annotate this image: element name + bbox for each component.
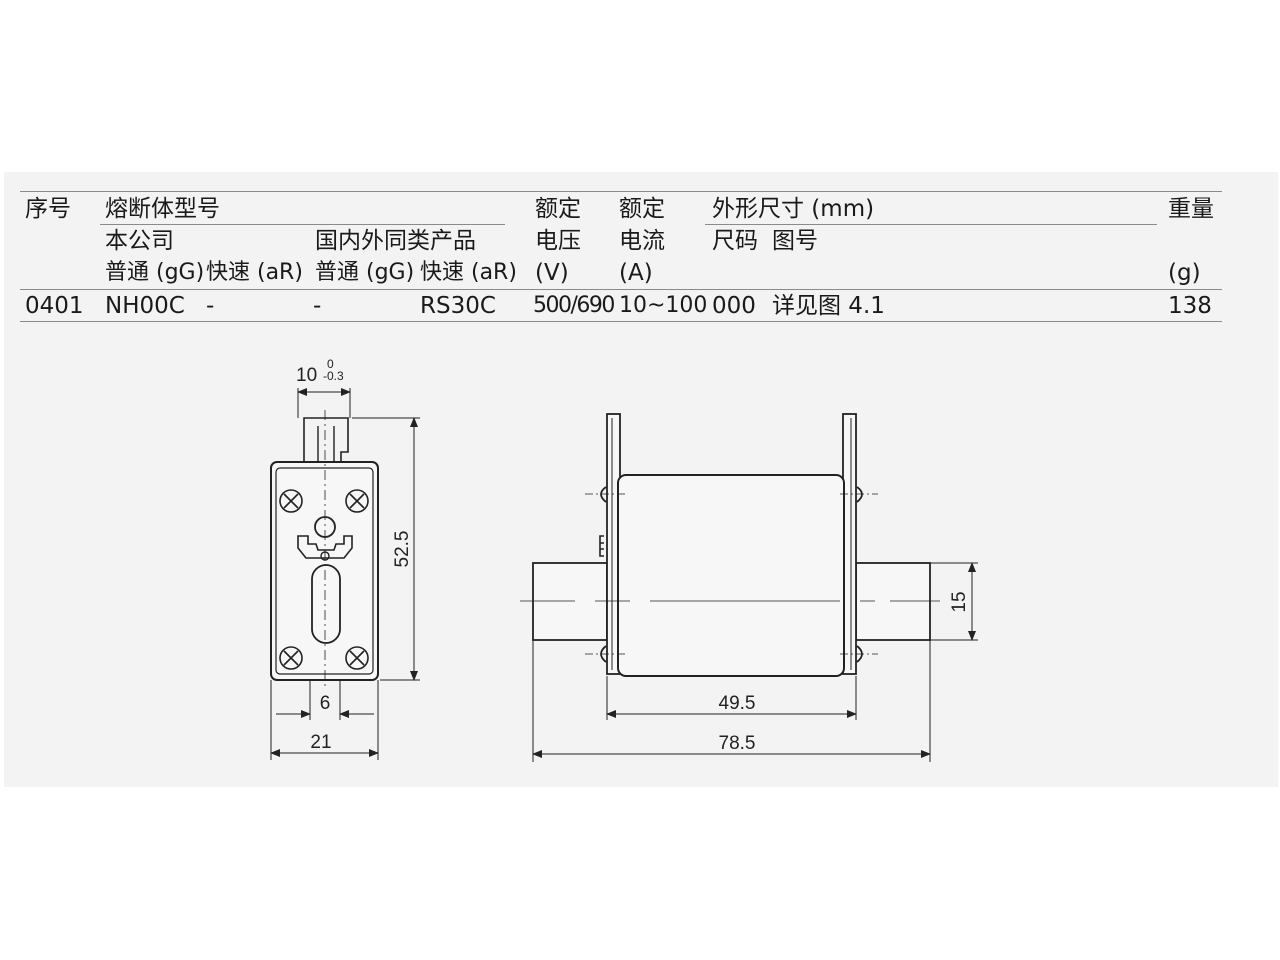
header-fast-company: 快速 (aR) xyxy=(206,260,303,285)
table-bottom-rule xyxy=(20,321,1222,322)
side-dimensions xyxy=(532,562,978,762)
screw-tr xyxy=(345,489,369,513)
row-voltage: 500/690 xyxy=(533,293,615,318)
screw-bl xyxy=(279,646,303,670)
blade-right xyxy=(855,562,931,641)
header-rated-current-2: 电流 xyxy=(619,228,665,254)
header-normal-domestic: 普通 (gG) xyxy=(315,260,415,285)
dim-total-length: 78.5 xyxy=(719,733,756,754)
dim-tol-lower: -0.3 xyxy=(323,369,344,383)
dim-height: 52.5 xyxy=(392,531,413,568)
row-size-code: 000 xyxy=(712,293,756,319)
header-size-code: 尺码 xyxy=(712,228,758,254)
header-rated-current-1: 额定 xyxy=(619,196,665,222)
header-rated-voltage-2: 电压 xyxy=(535,228,581,254)
front-dimensions xyxy=(270,388,420,760)
dim-blade-height: 15 xyxy=(949,591,970,612)
header-domestic: 国内外同类产品 xyxy=(315,228,476,254)
row-company-normal: NH00C xyxy=(105,293,185,319)
header-seq: 序号 xyxy=(25,196,71,222)
row-seq: 0401 xyxy=(25,293,84,319)
screw-br xyxy=(345,646,369,670)
row-domestic-fast: RS30C xyxy=(420,293,496,319)
header-bottom-rule xyxy=(20,289,1222,290)
header-figure-no: 图号 xyxy=(772,228,818,254)
dim-tol-upper: 0 xyxy=(327,357,334,371)
row-figure: 详见图 4.1 xyxy=(772,293,885,319)
header-fast-domestic: 快速 (aR) xyxy=(420,260,517,285)
header-fuse-model: 熔断体型号 xyxy=(105,196,220,222)
dim-body-width: 21 xyxy=(310,732,331,753)
dim-slot-width: 6 xyxy=(320,693,331,714)
front-view xyxy=(270,410,379,690)
header-rated-voltage-1: 额定 xyxy=(535,196,581,222)
screw-tl xyxy=(279,489,303,513)
header-normal-company: 普通 (gG) xyxy=(105,260,205,285)
row-weight: 138 xyxy=(1168,293,1212,319)
header-weight: 重量 xyxy=(1168,196,1214,222)
row-current: 10~100 xyxy=(619,293,708,318)
row-company-fast: - xyxy=(206,293,215,319)
header-weight-unit: (g) xyxy=(1168,260,1201,286)
header-company: 本公司 xyxy=(105,228,174,254)
dim-body-length: 49.5 xyxy=(719,693,756,714)
header-current-unit: (A) xyxy=(619,260,653,286)
dimensions-underline xyxy=(705,224,1157,225)
header-voltage-unit: (V) xyxy=(535,260,569,286)
dim-tab-width: 10 xyxy=(296,365,317,386)
side-body xyxy=(617,474,845,677)
header-dimensions: 外形尺寸 (mm) xyxy=(712,196,875,222)
table-top-rule xyxy=(20,191,1222,192)
row-domestic-normal: - xyxy=(313,293,322,319)
side-view xyxy=(520,413,940,677)
fuse-model-underline xyxy=(100,224,505,225)
blade-left xyxy=(532,562,608,641)
front-body xyxy=(270,461,379,681)
